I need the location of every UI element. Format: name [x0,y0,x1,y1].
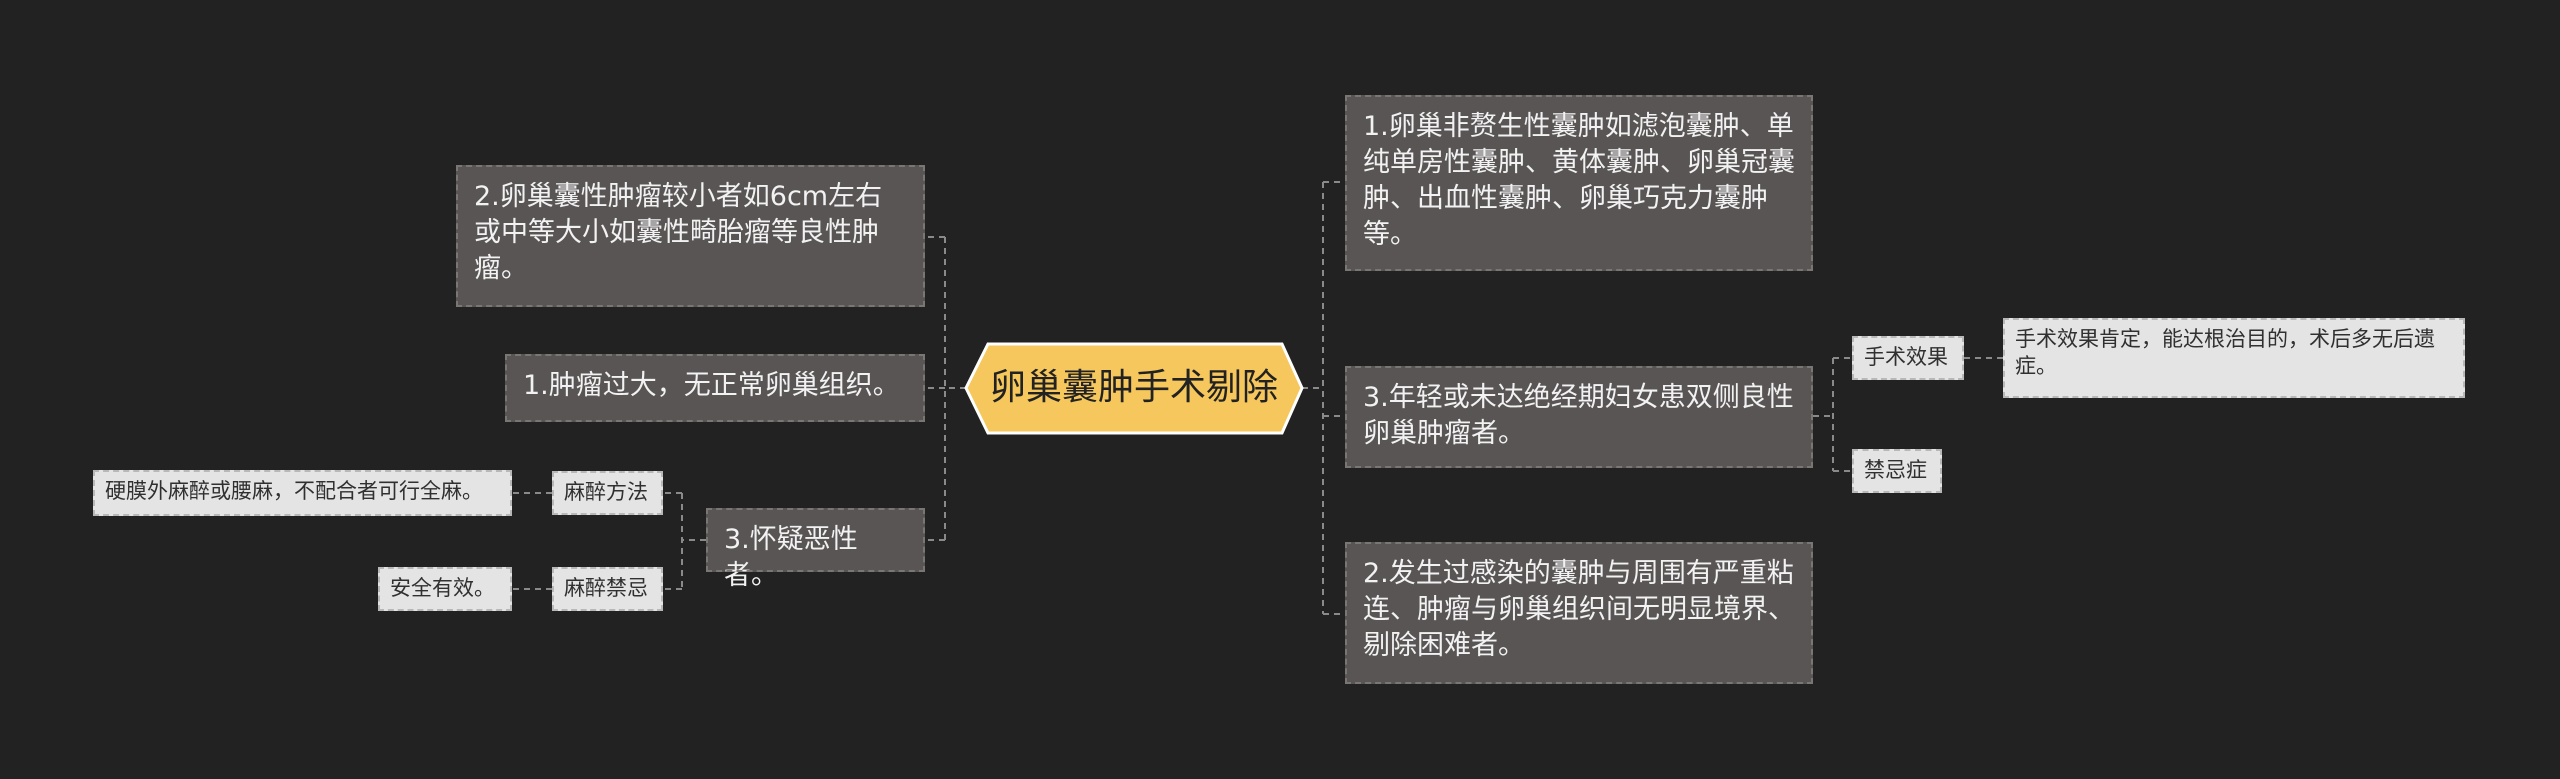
anesthesia-method-detail[interactable]: 硬膜外麻醉或腰麻，不配合者可行全麻。 [93,470,512,516]
anesthesia-contra-node[interactable]: 麻醉禁忌 [552,567,663,611]
right-branch-1[interactable]: 1.卵巢非赘生性囊肿如滤泡囊肿、单纯单房性囊肿、黄体囊肿、卵巢冠囊肿、出血性囊肿… [1345,95,1813,271]
surgery-effect-node[interactable]: 手术效果 [1852,336,1964,380]
left-branch-2[interactable]: 1.肿瘤过大，无正常卵巢组织。 [505,354,925,422]
anesthesia-method-node[interactable]: 麻醉方法 [552,471,663,515]
surgery-effect-detail[interactable]: 手术效果肯定，能达根治目的，术后多无后遗症。 [2003,318,2465,398]
contraindication-node[interactable]: 禁忌症 [1852,449,1942,493]
root-node-shape [964,342,1304,435]
anesthesia-contra-detail[interactable]: 安全有效。 [378,567,512,611]
right-branch-3[interactable]: 2.发生过感染的囊肿与周围有严重粘连、肿瘤与卵巢组织间无明显境界、剔除困难者。 [1345,542,1813,684]
left-branch-3[interactable]: 3.怀疑恶性者。 [706,508,925,591]
left-branch-1[interactable]: 2.卵巢囊性肿瘤较小者如6cm左右或中等大小如囊性畸胎瘤等良性肿瘤。 [456,165,925,307]
right-branch-2[interactable]: 3.年轻或未达绝经期妇女患双侧良性卵巢肿瘤者。 [1345,366,1813,468]
root-node-label: 卵巢囊肿手术剔除 [989,367,1278,408]
